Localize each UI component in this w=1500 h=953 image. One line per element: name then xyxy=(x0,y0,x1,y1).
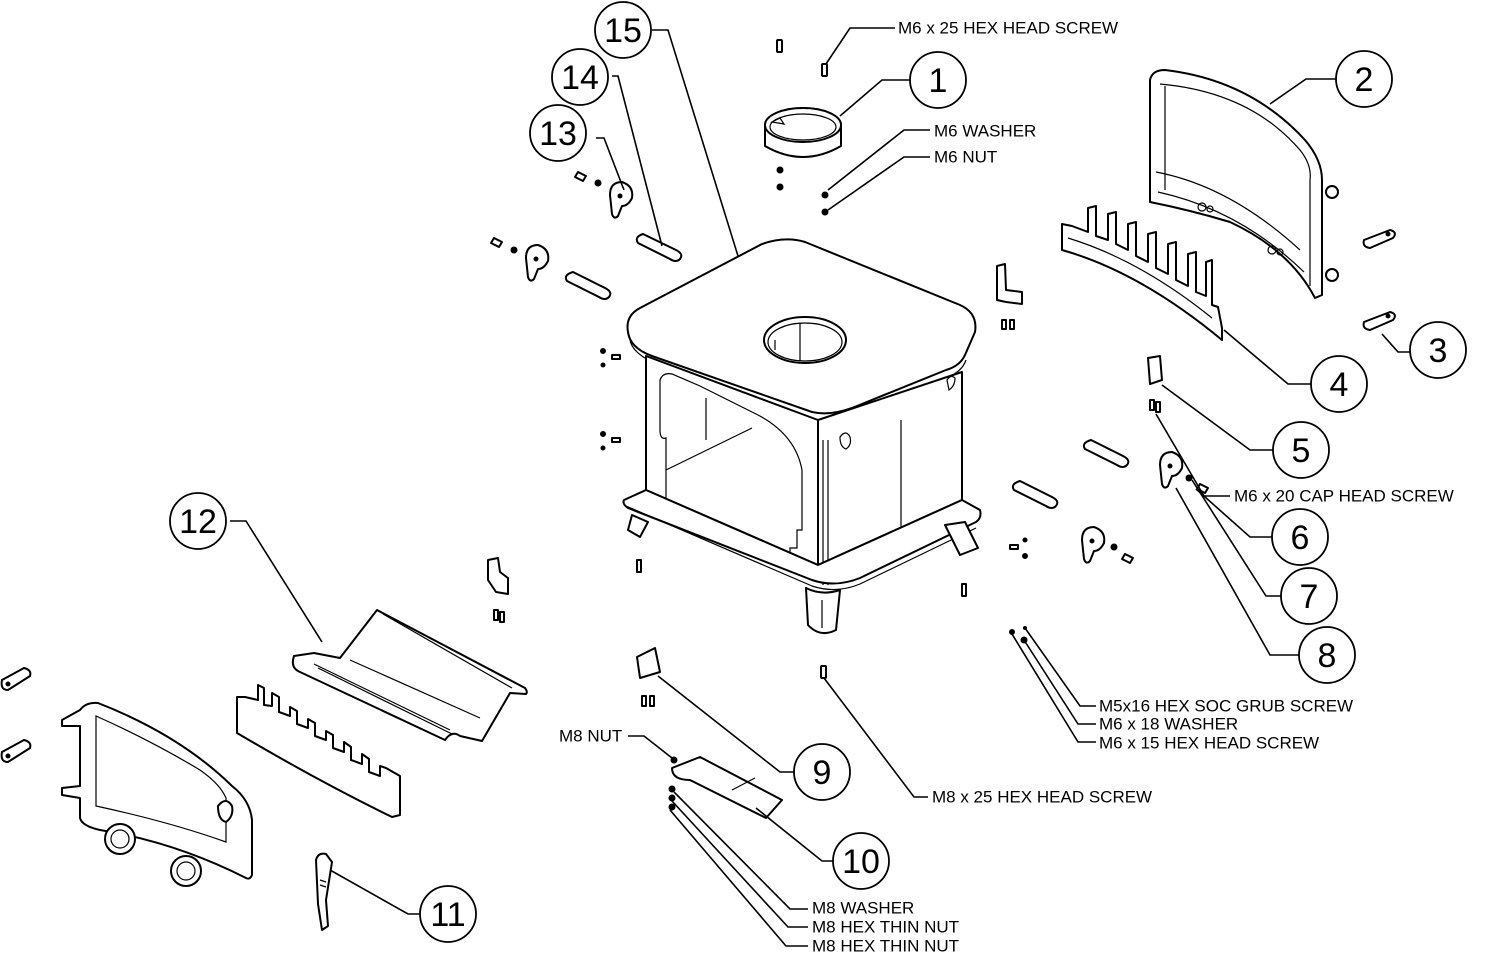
flue-collar[interactable] xyxy=(764,107,842,158)
label-m8x25-hex-head-screw: M8 x 25 HEX HEAD SCREW xyxy=(932,788,1152,807)
callout-number: 10 xyxy=(842,843,880,881)
rear-door[interactable] xyxy=(1149,69,1339,299)
label-m6-nut: M6 NUT xyxy=(934,148,997,167)
callout-number: 15 xyxy=(604,12,642,50)
label-m6x15-hex-head-screw: M6 x 15 HEX HEAD SCREW xyxy=(1099,734,1319,753)
callout-1[interactable]: 1 xyxy=(909,51,967,109)
callout-number: 3 xyxy=(1429,332,1448,370)
callout-8[interactable]: 8 xyxy=(1298,626,1356,684)
callout-12[interactable]: 12 xyxy=(169,492,227,550)
callout-10[interactable]: 10 xyxy=(832,832,890,890)
callout-number: 12 xyxy=(179,503,217,541)
callout-14[interactable]: 14 xyxy=(551,48,609,106)
callout-number: 14 xyxy=(561,59,599,97)
stove-body[interactable] xyxy=(622,238,982,635)
cam-latch-left[interactable] xyxy=(490,237,550,282)
pin-left[interactable] xyxy=(564,271,612,300)
callout-number: 9 xyxy=(813,754,832,792)
callout-number: 13 xyxy=(539,115,577,153)
callout-number: 5 xyxy=(1292,432,1311,470)
callout-number: 8 xyxy=(1318,637,1337,675)
bracket-left[interactable] xyxy=(487,557,509,623)
callout-3[interactable]: 3 xyxy=(1409,321,1467,379)
baffle-plate[interactable] xyxy=(291,609,528,742)
side-screws[interactable] xyxy=(600,319,1028,597)
pin-right-upper[interactable] xyxy=(1082,439,1130,468)
m6x25-hex-head-screws[interactable] xyxy=(776,39,828,77)
m8x25-hex-head-screw[interactable] xyxy=(820,665,827,679)
rear-fret[interactable] xyxy=(1061,205,1223,341)
callout-11[interactable]: 11 xyxy=(419,885,477,943)
bracket-9[interactable] xyxy=(636,647,661,707)
label-m6x20-cap-head-screw: M6 x 20 CAP HEAD SCREW xyxy=(1234,487,1454,506)
label-m5x16-hex-soc-grub-screw: M5x16 HEX SOC GRUB SCREW xyxy=(1099,697,1353,716)
leader-lines xyxy=(230,27,1410,947)
label-m6x25-hex-head-screw: M6 x 25 HEX HEAD SCREW xyxy=(898,19,1118,38)
hinge-bracket-upper[interactable] xyxy=(1362,229,1396,249)
cam-latch-13[interactable] xyxy=(574,171,634,219)
bracket-right-upper[interactable] xyxy=(996,263,1023,305)
callout-number: 7 xyxy=(1300,578,1319,616)
callout-15[interactable]: 15 xyxy=(594,1,652,59)
door-hinge-bracket-left-lower[interactable] xyxy=(0,739,32,763)
callout-13[interactable]: 13 xyxy=(529,104,587,162)
callout-number: 2 xyxy=(1355,61,1374,99)
callout-number: 6 xyxy=(1291,519,1310,557)
cam-latch-right[interactable] xyxy=(1081,526,1134,564)
callout-5[interactable]: 5 xyxy=(1272,421,1330,479)
bracket-5[interactable] xyxy=(1147,355,1163,413)
pin-14[interactable] xyxy=(635,233,683,262)
label-m8-nut: M8 NUT xyxy=(559,727,622,746)
pin-right-lower[interactable] xyxy=(1011,480,1059,509)
hinge-bracket-lower[interactable] xyxy=(1362,311,1396,331)
label-m8-hex-thin-nut: M8 HEX THIN NUT xyxy=(812,918,959,937)
callout-number: 11 xyxy=(430,896,465,934)
label-m6x18-washer: M6 x 18 WASHER xyxy=(1099,715,1238,734)
front-door[interactable] xyxy=(61,701,253,887)
label-m8-washer: M8 WASHER xyxy=(812,899,914,918)
callout-number: 4 xyxy=(1330,366,1349,404)
front-fret[interactable] xyxy=(236,684,401,818)
label-m8-hex-thin-nut: M8 HEX THIN NUT xyxy=(812,937,959,953)
door-handle-tool[interactable] xyxy=(315,852,333,931)
label-m6-washer: M6 WASHER xyxy=(934,122,1036,141)
callout-6[interactable]: 6 xyxy=(1271,508,1329,566)
cam-latch-8[interactable] xyxy=(1159,451,1209,494)
callout-4[interactable]: 4 xyxy=(1310,355,1368,413)
callout-9[interactable]: 9 xyxy=(793,743,851,801)
m6-washers-nuts[interactable] xyxy=(776,166,829,216)
callout-7[interactable]: 7 xyxy=(1280,567,1338,625)
callout-2[interactable]: 2 xyxy=(1335,50,1393,108)
door-hinge-bracket-left-upper[interactable] xyxy=(0,667,32,691)
plate-10[interactable] xyxy=(668,756,783,819)
callout-number: 1 xyxy=(929,62,948,100)
